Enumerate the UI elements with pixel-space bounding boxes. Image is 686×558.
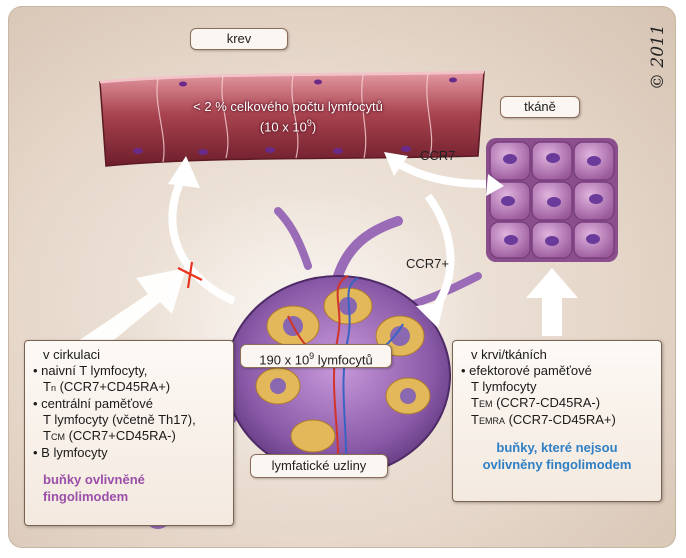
diagram-frame: krev tkáně < 2 % celkového počtu lymfocy… bbox=[8, 6, 676, 548]
circulation-info-box: v cirkulaci • naivní T lymfocyty, Tn (CC… bbox=[24, 340, 234, 526]
circulation-title: v cirkulaci bbox=[43, 347, 101, 362]
blood-count-line2: (10 x 109) bbox=[259, 118, 317, 135]
blood-vessel bbox=[99, 70, 485, 167]
blood-label: krev bbox=[190, 28, 288, 50]
lymph-node-label: lymfatické uzliny bbox=[250, 454, 388, 478]
lymph-node bbox=[225, 275, 451, 477]
tissue-label: tkáně bbox=[500, 96, 580, 118]
central-memory-t-cells-cont: T lymfocyty (včetně Th17), bbox=[43, 412, 196, 427]
blood-tissue-title: v krvi/tkáních bbox=[471, 347, 547, 362]
arrows bbox=[78, 152, 578, 358]
tissue-label-text: tkáně bbox=[524, 99, 556, 114]
effector-memory-t-cells: • efektorové paměťové bbox=[461, 363, 592, 378]
blood-lymphocyte-count: < 2 % celkového počtu lymfocytů (10 x 10… bbox=[128, 98, 448, 135]
affected-note: buňky ovlivněné fingolimodem bbox=[43, 472, 145, 504]
ccr7-plus-label: CCR7+ bbox=[406, 256, 449, 271]
naive-t-cells: • naivní T lymfocyty, bbox=[33, 363, 148, 378]
blood-count-line1: < 2 % celkového počtu lymfocytů bbox=[193, 99, 383, 114]
naive-t-cells-marker: Tn (CCR7+CD45RA+) bbox=[43, 379, 171, 394]
unaffected-note: buňky, které nejsou ovlivněny fingolimod… bbox=[482, 440, 632, 472]
effector-memory-t-cells-cont: T lymfocyty bbox=[471, 379, 537, 394]
central-memory-t-cells: • centrální paměťové bbox=[33, 396, 153, 411]
tem-marker: TEM (CCR7-CD45RA-) bbox=[471, 395, 601, 410]
temra-marker: TEMRA (CCR7-CD45RA+) bbox=[471, 412, 616, 427]
block-marker-icon bbox=[177, 261, 203, 289]
tissue-cells bbox=[486, 138, 618, 262]
central-memory-marker: TCM (CCR7+CD45RA-) bbox=[43, 428, 176, 443]
lymph-node-label-text: lymfatické uzliny bbox=[271, 458, 367, 473]
copyright-signature: © 2011 bbox=[648, 24, 668, 90]
node-lymphocyte-count: 190 x 109 lymfocytů bbox=[240, 344, 392, 368]
b-cells: • B lymfocyty bbox=[33, 445, 108, 460]
ccr7-minus-label: CCR7- bbox=[420, 148, 460, 163]
blood-tissue-info-box: v krvi/tkáních • efektorové paměťové T l… bbox=[452, 340, 662, 502]
blood-label-text: krev bbox=[226, 31, 252, 46]
